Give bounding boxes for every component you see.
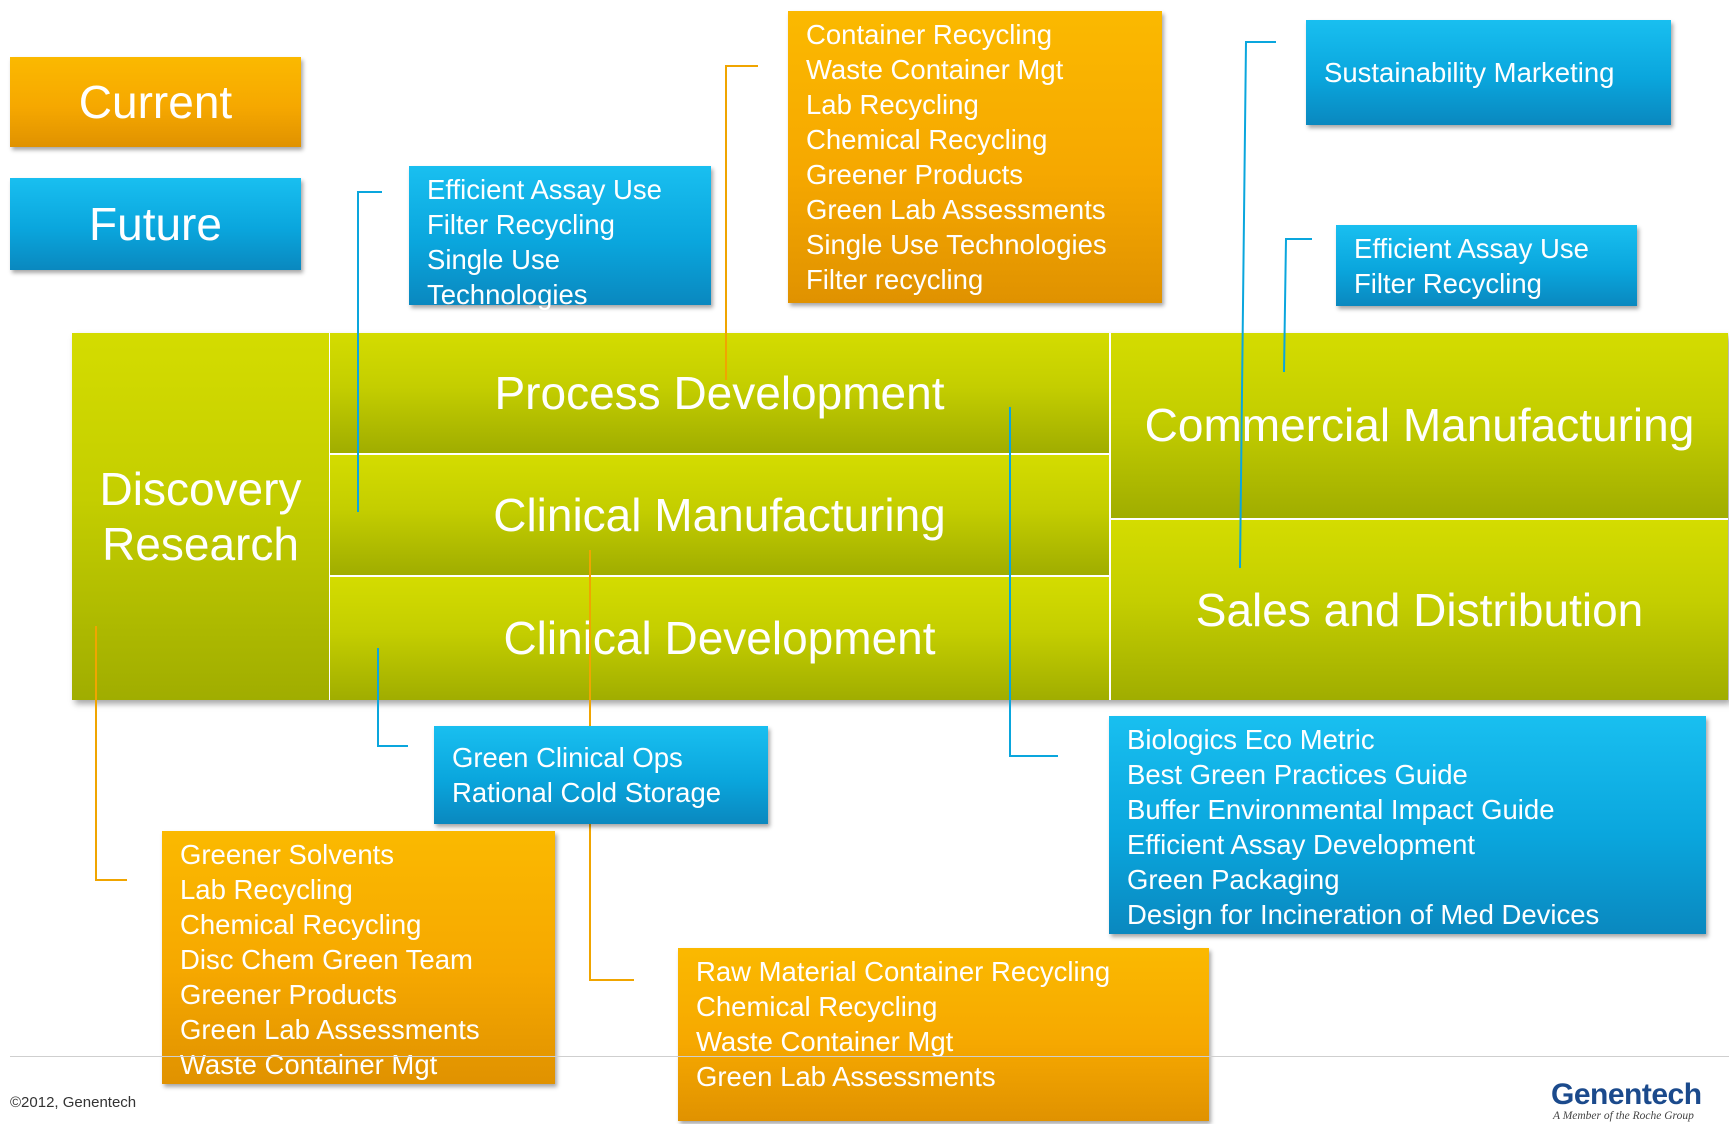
connector-process-current [725,65,758,380]
connector-clinical-mfg-current [589,550,634,981]
list-item: Waste Container Mgt [696,1026,954,1057]
list-item: Filter Recycling [427,209,615,240]
list-item: Greener Solvents [180,839,394,870]
list-item: Green Clinical Ops [452,742,683,773]
list-item: Efficient Assay Use [1354,232,1589,264]
stage-discovery-label: Discovery Research [99,462,302,570]
list-item: Container Recycling [806,19,1053,50]
connector-clinical-dev-future [377,648,408,747]
list-item: Greener Products [180,979,398,1010]
connector-sales-future [1239,41,1276,569]
stage-commercial-manufacturing: Commercial Manufacturing [1111,333,1728,518]
copyright-text: ©2012, Genentech [10,1094,137,1111]
list-item: Filter recycling [806,264,984,295]
note-commercial-future: Efficient Assay Use Filter Recycling [1336,225,1637,306]
logo-tagline: A Member of the Roche Group [1553,1110,1694,1122]
list-item: Waste Container Mgt [806,54,1064,85]
list-item: Disc Chem Green Team [180,944,473,975]
footer-divider [10,1056,1729,1057]
list-item: Green Lab Assessments [180,1014,480,1045]
list-item: Sustainability Marketing [1324,57,1615,88]
list-item: Single Use Technologies [806,229,1107,260]
genentech-logo: Genentech [1551,1078,1702,1111]
legend-future: Future [10,178,301,270]
note-discovery-current: Greener Solvents Lab Recycling Chemical … [162,831,555,1084]
stage-process-development: Process Development [330,333,1109,453]
list-item: Lab Recycling [806,89,979,120]
note-clinical-dev-future: Green Clinical Ops Rational Cold Storage [434,726,768,824]
stage-clinical-manufacturing: Clinical Manufacturing [330,455,1109,575]
list-item: Chemical Recycling [696,991,938,1022]
stage-sales-label: Sales and Distribution [1195,583,1644,636]
note-process-current: Container Recycling Waste Container Mgt … [788,11,1162,303]
connector-process-future [1009,407,1058,757]
legend-current: Current [10,57,301,147]
stage-commercial-label: Commercial Manufacturing [1144,399,1695,451]
list-item: Raw Material Container Recycling [696,956,1111,987]
list-item: Buffer Environmental Impact Guide [1127,794,1555,825]
list-item: Green Packaging [1127,864,1340,895]
note-sales-future: Sustainability Marketing [1306,20,1671,125]
stage-process-label: Process Development [494,366,945,419]
list-item: Efficient Assay Development [1127,829,1476,860]
list-item: Waste Container Mgt [180,1049,438,1080]
list-item: Chemical Recycling [806,124,1048,155]
list-item: Green Lab Assessments [806,194,1106,225]
list-item: Single Use [427,244,560,275]
note-process-future: Biologics Eco Metric Best Green Practice… [1109,716,1706,934]
list-item: Efficient Assay Use [427,174,662,205]
connector-discovery-future [357,191,382,512]
list-item: Best Green Practices Guide [1127,759,1468,790]
note-clinical-mfg-current: Raw Material Container Recycling Chemica… [678,948,1209,1121]
list-item: Rational Cold Storage [452,777,722,808]
stage-clinical-mfg-label: Clinical Manufacturing [493,488,946,541]
stage-clinical-development: Clinical Development [330,577,1109,700]
stage-discovery-research: Discovery Research [72,333,329,700]
list-item: Biologics Eco Metric [1127,724,1375,755]
connector-discovery-current [95,626,127,881]
list-item: Green Lab Assessments [696,1061,996,1092]
stage-clinical-dev-label: Clinical Development [503,612,936,664]
list-item: Chemical Recycling [180,909,422,940]
note-discovery-future: Efficient Assay Use Filter Recycling Sin… [409,166,711,310]
list-item: Design for Incineration of Med Devices [1127,899,1600,930]
stage-sales-distribution: Sales and Distribution [1111,520,1728,700]
list-item: Lab Recycling [180,874,353,905]
list-item: Filter Recycling [1354,267,1542,299]
list-item: Technologies [427,279,588,310]
list-item: Greener Products [806,159,1024,190]
connector-commercial-future [1283,238,1312,373]
